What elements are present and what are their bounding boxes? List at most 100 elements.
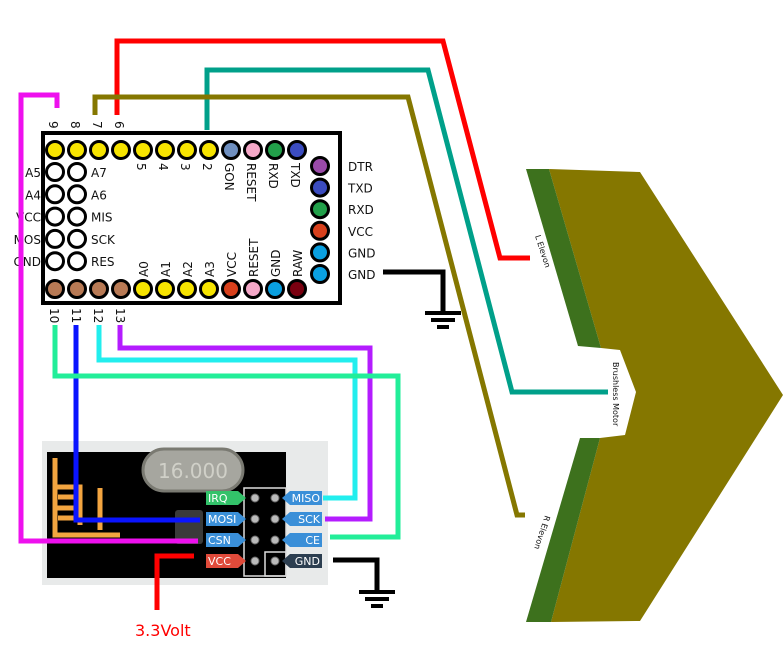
motor-label: Brushless Motor — [611, 362, 620, 427]
bottom-pin — [199, 279, 219, 299]
pin-label: 2 — [200, 163, 214, 171]
pin-label: 9 — [46, 121, 60, 129]
wire-3v3 — [154, 553, 194, 610]
analog-pin — [45, 206, 65, 227]
pin-label: SCK — [91, 233, 116, 247]
pin-label: A6 — [91, 188, 107, 202]
pin-label: RESET — [247, 238, 261, 277]
nrf-pin-label: MISO — [292, 492, 321, 505]
top-pin — [67, 140, 87, 160]
bottom-pin — [265, 279, 285, 299]
pin-label: A2 — [181, 261, 195, 277]
analog-pin — [67, 251, 87, 272]
nrf-pin-label: GND — [295, 555, 320, 568]
header-pin — [310, 177, 330, 198]
wing-body — [549, 169, 783, 622]
header-pin — [310, 264, 330, 284]
header-pin — [310, 242, 330, 263]
ground-symbol — [425, 311, 461, 329]
top-pin — [221, 140, 241, 160]
analog-pin — [67, 162, 87, 182]
wire-gnd-nrf — [333, 557, 380, 590]
bottom-pin — [287, 279, 307, 299]
pin-label: 13 — [113, 308, 127, 323]
wire-teal-pin2-motor — [204, 67, 608, 395]
pin-label: DTR — [348, 160, 373, 174]
pin-label: A3 — [203, 261, 217, 277]
pin-label: TXD — [347, 182, 373, 196]
analog-pin — [67, 228, 87, 249]
header-pin — [310, 199, 330, 220]
nrf-pin-label: SCK — [298, 513, 321, 526]
bottom-pin — [111, 279, 131, 299]
nrf-pin-label: MOSI — [208, 513, 236, 526]
nrf-pin-tag — [282, 554, 322, 568]
pin-label: 8 — [68, 121, 82, 129]
wires: 3.3Volt — [18, 38, 608, 640]
nrf-pin-tag — [206, 491, 246, 505]
wire-magenta-pin9-csn — [18, 92, 198, 544]
bottom-pin — [243, 279, 263, 299]
analog-pin — [45, 251, 65, 272]
bottom-pin — [133, 279, 153, 299]
top-pin — [111, 140, 131, 160]
top-pin — [199, 140, 219, 160]
wire-mint-pin10-ce — [52, 325, 401, 540]
pin-label: 11 — [69, 308, 83, 323]
nrf-pin — [250, 493, 260, 503]
bottom-pin — [45, 279, 65, 299]
bottom-pin — [67, 279, 87, 299]
top-pin — [287, 140, 307, 160]
nrf-pin-label: CSN — [208, 534, 231, 547]
top-pin — [133, 140, 153, 160]
pin-label: A4 — [25, 188, 41, 202]
header-pin — [310, 220, 330, 241]
pin-label: 5 — [134, 163, 148, 171]
nrf-pin-tag — [282, 512, 322, 526]
pin-label: RXD — [266, 163, 280, 189]
pin-label: GND — [13, 255, 41, 269]
wire-purple-pin13-sck — [117, 325, 373, 522]
header-pin — [310, 156, 330, 176]
pin-label: 7 — [90, 121, 104, 129]
wire-cyan-pin12-miso — [96, 325, 358, 501]
supply-label: 3.3Volt — [135, 621, 191, 640]
nrf-pin — [250, 535, 260, 545]
top-pin — [265, 140, 285, 160]
analog-pin — [45, 184, 65, 205]
pin-label: MOS — [14, 233, 41, 247]
pin-label: A0 — [137, 261, 151, 277]
left-elevon — [526, 169, 601, 348]
top-pin — [155, 140, 175, 160]
nrf-pin-label: VCC — [208, 555, 231, 568]
nrf-pin-tag — [206, 512, 246, 526]
nrf-pin-label: CE — [305, 534, 320, 547]
pin-label: VCC — [225, 252, 239, 277]
pin-label: 3 — [178, 163, 192, 171]
pin-label: RXD — [348, 203, 374, 217]
pin-label: A1 — [159, 261, 173, 277]
nrf-pin — [270, 514, 280, 524]
pin-label: MIS — [91, 211, 113, 225]
antenna-trace — [52, 458, 120, 538]
analog-pin — [45, 162, 65, 182]
top-pin — [177, 140, 197, 160]
wire-olive-pin7-r-elevon — [92, 94, 525, 518]
pin-label: TXD — [288, 162, 302, 188]
top-pin — [243, 140, 263, 160]
bottom-pin — [89, 279, 109, 299]
wire-blue-pin11-mosi — [73, 325, 200, 523]
bottom-pin — [221, 279, 241, 299]
pin-label: RESET — [244, 163, 258, 202]
pin-label: GND — [348, 268, 376, 282]
wire-gnd-arduino — [383, 269, 446, 312]
nrf-pin — [270, 535, 280, 545]
pin-label: 6 — [112, 121, 126, 129]
analog-pin — [45, 228, 65, 249]
nrf-pin-tag — [206, 533, 246, 547]
pin-label: A5 — [25, 166, 41, 180]
pin-label: 10 — [47, 308, 61, 323]
